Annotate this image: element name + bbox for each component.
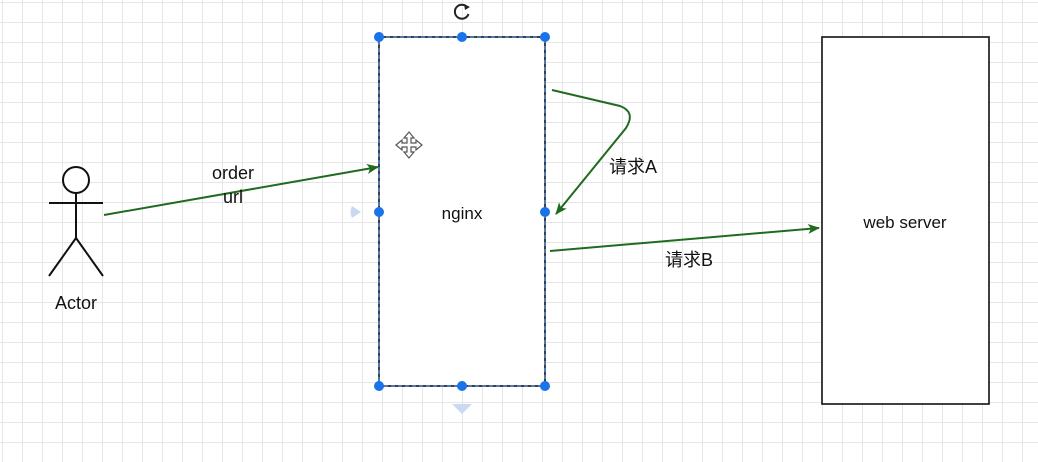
handle-bottom-left[interactable] (374, 381, 384, 391)
edge-label-order: order (211, 163, 255, 183)
handle-top-left[interactable] (374, 32, 384, 42)
edge-request-b[interactable] (549, 223, 820, 252)
hover-arrow-left[interactable] (350, 206, 362, 218)
actor-shape[interactable] (48, 166, 104, 277)
handle-top-right[interactable] (540, 32, 550, 42)
actor-label: Actor (54, 293, 98, 313)
web-server-label: web server (863, 213, 947, 232)
edge-actor-to-nginx[interactable] (103, 163, 379, 216)
handle-middle-right[interactable] (540, 207, 550, 217)
selection-handles[interactable] (374, 32, 550, 391)
edge-label-url: url (222, 187, 244, 207)
move-icon (395, 131, 423, 159)
web-server-box[interactable] (821, 36, 990, 405)
edge-request-a[interactable] (551, 89, 631, 215)
rotate-icon[interactable] (453, 3, 470, 20)
hover-arrow-down[interactable] (452, 404, 472, 414)
handle-bottom-middle[interactable] (457, 381, 467, 391)
nginx-label: nginx (441, 204, 483, 223)
edge-label-request-a: 请求A (609, 157, 658, 177)
handle-bottom-right[interactable] (540, 381, 550, 391)
edge-label-request-b: 请求B (665, 250, 714, 270)
handle-top-middle[interactable] (457, 32, 467, 42)
handle-middle-left[interactable] (374, 207, 384, 217)
